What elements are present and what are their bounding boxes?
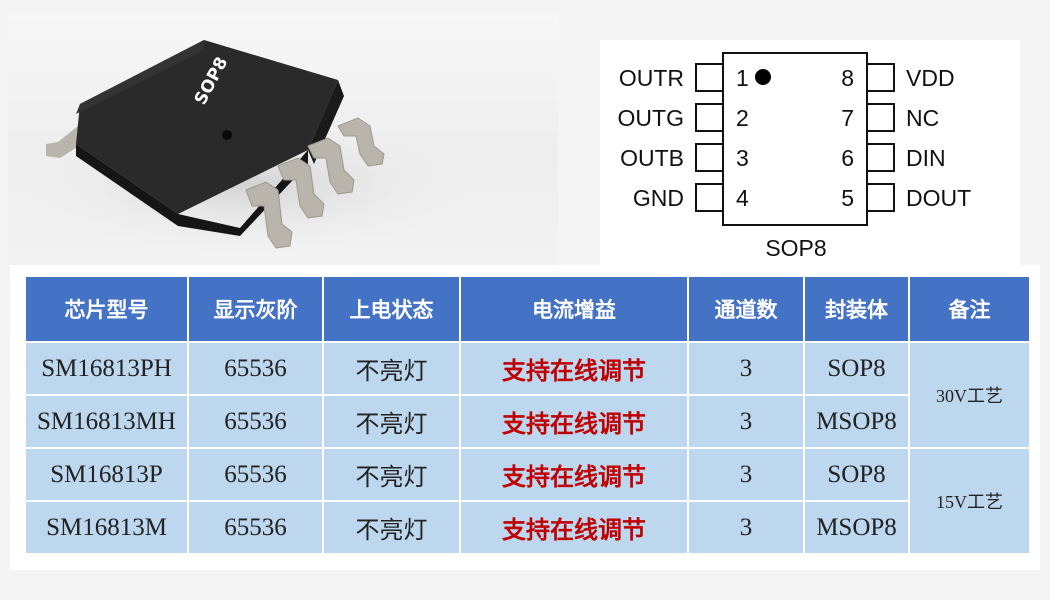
cell-current-gain: 支持在线调节 bbox=[459, 394, 689, 449]
header-notes: 备注 bbox=[908, 275, 1031, 343]
cell-grayscale: 65536 bbox=[187, 447, 324, 502]
cell-current-gain: 支持在线调节 bbox=[459, 447, 689, 502]
cell-note-30v: 30V工艺 bbox=[908, 341, 1031, 449]
pin-number-5: 5 bbox=[841, 185, 854, 211]
cell-package: MSOP8 bbox=[803, 394, 910, 449]
chip-photo: SOP8 bbox=[8, 14, 558, 266]
pin-name-7: NC bbox=[906, 105, 939, 131]
table-row: SM16813P 65536 不亮灯 支持在线调节 3 SOP8 15V工艺 bbox=[24, 447, 1031, 555]
pinout-diagram: OUTR OUTG OUTB GND 1 2 3 4 VDD NC DIN DO… bbox=[600, 40, 1020, 270]
pin-number-6: 6 bbox=[841, 145, 854, 171]
ic-body-outline bbox=[722, 52, 868, 226]
pin-number-8: 8 bbox=[841, 65, 854, 91]
cell-power-on: 不亮灯 bbox=[322, 447, 461, 502]
pin-name-2: OUTG bbox=[618, 105, 684, 131]
cell-package: SOP8 bbox=[803, 341, 910, 396]
cell-current-gain: 支持在线调节 bbox=[459, 341, 689, 396]
pin-name-6: DIN bbox=[906, 145, 946, 171]
table-row: SM16813M 65536 不亮灯 支持在线调节 3 MSOP8 bbox=[24, 500, 1030, 555]
cell-grayscale: 65536 bbox=[187, 341, 324, 396]
pin-name-1: OUTR bbox=[619, 65, 684, 91]
cell-model: SM16813MH bbox=[24, 394, 189, 449]
header-current-gain: 电流增益 bbox=[459, 275, 689, 343]
cell-grayscale: 65536 bbox=[187, 500, 324, 555]
cell-package: MSOP8 bbox=[803, 500, 910, 555]
pin-name-4: GND bbox=[633, 185, 684, 211]
header-package: 封装体 bbox=[803, 275, 910, 343]
pin-name-8: VDD bbox=[906, 65, 955, 91]
pin1-indicator-dot bbox=[755, 69, 771, 85]
cell-power-on: 不亮灯 bbox=[322, 341, 461, 396]
cell-model: SM16813P bbox=[24, 447, 189, 502]
header-model: 芯片型号 bbox=[24, 275, 189, 343]
header-grayscale: 显示灰阶 bbox=[187, 275, 324, 343]
cell-current-gain: 支持在线调节 bbox=[459, 500, 689, 555]
pin-number-7: 7 bbox=[841, 105, 854, 131]
pin-number-2: 2 bbox=[736, 105, 749, 131]
cell-power-on: 不亮灯 bbox=[322, 500, 461, 555]
cell-note-15v: 15V工艺 bbox=[908, 447, 1031, 555]
cell-grayscale: 65536 bbox=[187, 394, 324, 449]
cell-model: SM16813PH bbox=[24, 341, 189, 396]
cell-model: SM16813M bbox=[24, 500, 189, 555]
cell-channels: 3 bbox=[687, 394, 805, 449]
table-header-row: 芯片型号 显示灰阶 上电状态 电流增益 通道数 封装体 备注 bbox=[24, 275, 1031, 343]
package-label: SOP8 bbox=[765, 235, 826, 261]
table-row: SM16813MH 65536 不亮灯 支持在线调节 3 MSOP8 bbox=[24, 394, 1030, 449]
cell-power-on: 不亮灯 bbox=[322, 394, 461, 449]
pin-name-5: DOUT bbox=[906, 185, 971, 211]
header-power-on: 上电状态 bbox=[322, 275, 461, 343]
chip-spec-table: 芯片型号 显示灰阶 上电状态 电流增益 通道数 封装体 备注 SM16813PH… bbox=[24, 275, 1031, 555]
pin-name-3: OUTB bbox=[620, 145, 684, 171]
cell-channels: 3 bbox=[687, 500, 805, 555]
cell-channels: 3 bbox=[687, 341, 805, 396]
sop8-chip-illustration: SOP8 bbox=[18, 40, 478, 254]
header-channels: 通道数 bbox=[687, 275, 805, 343]
pin-number-4: 4 bbox=[736, 185, 749, 211]
table-row: SM16813PH 65536 不亮灯 支持在线调节 3 SOP8 30V工艺 bbox=[24, 341, 1031, 449]
cell-package: SOP8 bbox=[803, 447, 910, 502]
pin-number-1: 1 bbox=[736, 65, 749, 91]
pin-number-3: 3 bbox=[736, 145, 749, 171]
cell-channels: 3 bbox=[687, 447, 805, 502]
